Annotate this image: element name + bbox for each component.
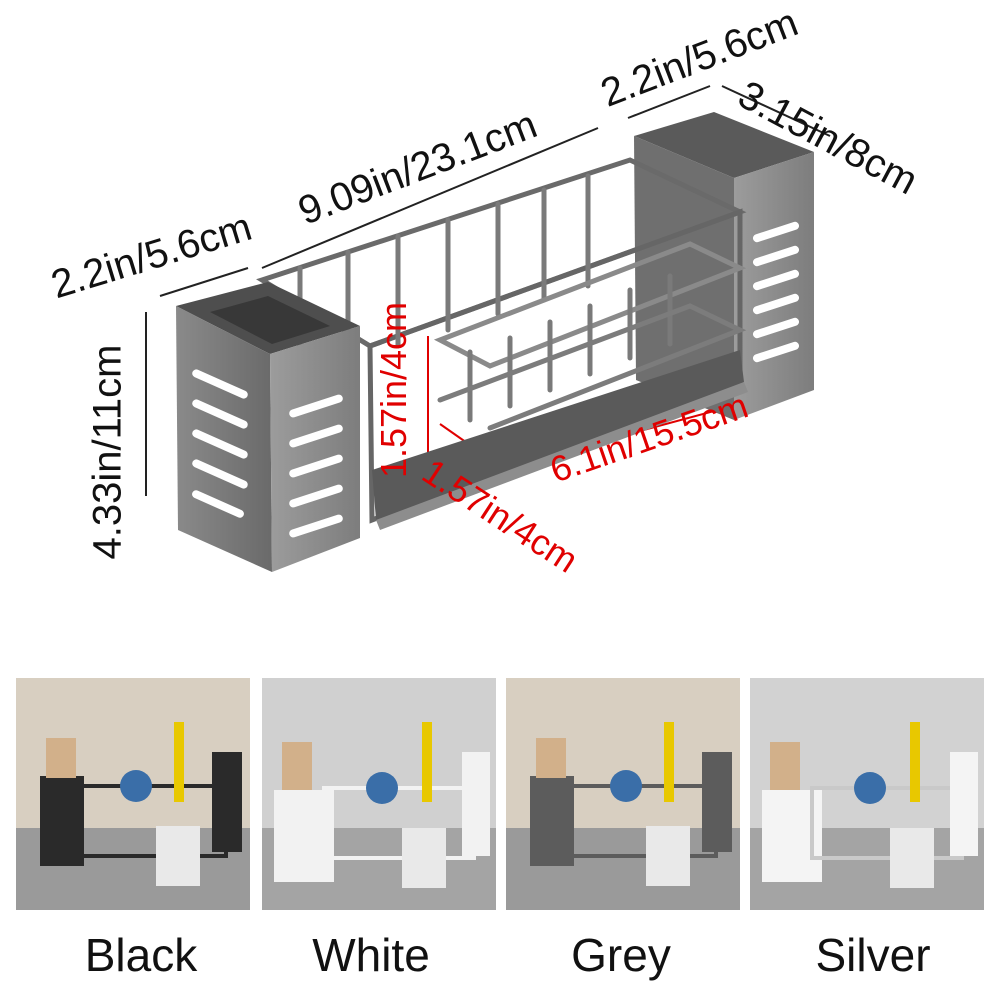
height-label: 4.33in/11cm: [85, 344, 130, 560]
variant-black-label: Black: [84, 929, 198, 981]
inner-height-label: 1.57in/4cm: [373, 301, 415, 479]
variant-black-photo[interactable]: [16, 678, 250, 910]
drip-tray: [372, 350, 748, 530]
variant-grey-label: Grey: [571, 929, 671, 981]
wire-basket: [256, 157, 747, 524]
variant-silver-label: Silver: [815, 929, 931, 981]
left-utensil-cup: [176, 282, 360, 572]
right-utensil-cup: [634, 112, 814, 420]
variant-silver-photo[interactable]: [750, 678, 984, 910]
sink-caddy-illustration: [145, 85, 831, 572]
variant-white-photo[interactable]: [262, 678, 496, 910]
dimension-lines: [145, 85, 831, 496]
variant-grey-photo[interactable]: [506, 678, 740, 910]
variant-white-label: White: [312, 929, 430, 981]
